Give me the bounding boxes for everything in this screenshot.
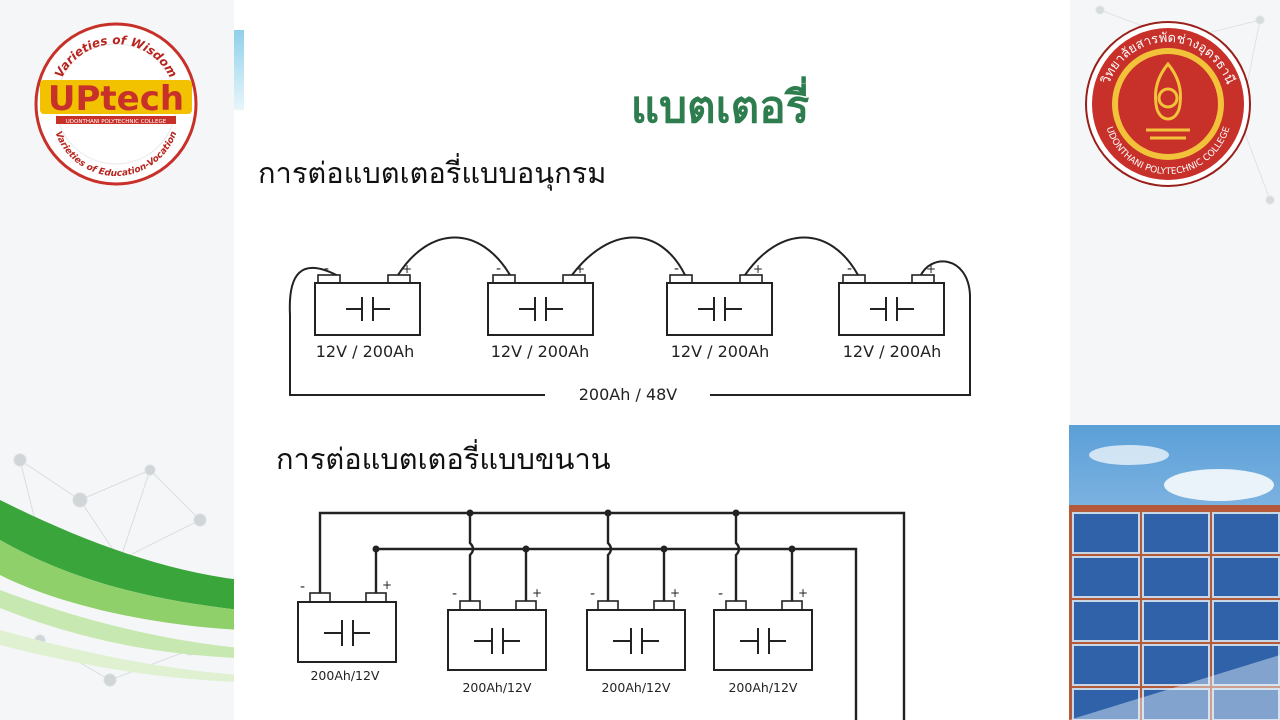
parallel-neg-3: -: [590, 586, 595, 602]
series-battery-label: 12V / 200Ah: [316, 342, 415, 361]
parallel-battery-label: 200Ah/12V: [728, 680, 797, 695]
series-battery-label: 12V / 200Ah: [843, 342, 942, 361]
uptech-logo: Varieties of Wisdom Varieties of Educati…: [34, 22, 198, 186]
series-link-3-4: [744, 236, 859, 276]
parallel-battery-4: - + 200Ah/12V: [713, 586, 813, 695]
solar-panel-photo: [1069, 425, 1280, 720]
parallel-neg-2: -: [452, 586, 457, 602]
green-ribbon-decor: [0, 500, 240, 682]
series-neg-3: -: [674, 261, 679, 277]
parallel-battery-2: - + 200Ah/12V: [447, 586, 547, 695]
series-battery-label: 12V / 200Ah: [671, 342, 770, 361]
seal-emblem-icon: [1146, 61, 1190, 140]
parallel-pos-1: +: [382, 578, 392, 592]
slide-title: แบตเตอรี่: [630, 82, 810, 133]
series-battery-label: 12V / 200Ah: [491, 342, 590, 361]
series-pos-3: +: [753, 262, 763, 276]
college-seal-logo: วิทยาลัยสารพัดช่างอุดรธานี UDONTHANI POL…: [1085, 21, 1251, 187]
series-heading: การต่อแบตเตอรี่แบบอนุกรม: [258, 156, 607, 190]
parallel-neg-4: -: [718, 586, 723, 602]
series-neg-2: -: [496, 261, 501, 277]
series-battery-3: - + 12V / 200Ah: [666, 261, 773, 361]
series-neg-4: -: [847, 261, 852, 277]
parallel-neg-1: -: [300, 579, 305, 595]
parallel-battery-label: 200Ah/12V: [462, 680, 531, 695]
parallel-battery-1: - + 200Ah/12V: [297, 578, 397, 683]
series-connection-diagram: - + 12V / 200Ah - + 12V / 200Ah - + 12V …: [288, 236, 971, 404]
uptech-college-band: UDONTHANI POLYTECHNIC COLLEGE: [66, 119, 167, 125]
series-link-1-2: [397, 236, 511, 276]
parallel-neg-drop-3: [606, 513, 613, 601]
parallel-negative-bus: [318, 511, 906, 720]
parallel-junction-dots: [372, 509, 796, 553]
parallel-pos-4: +: [798, 586, 808, 600]
solar-cell-grid: [1072, 512, 1280, 720]
series-battery-2: - + 12V / 200Ah: [487, 261, 594, 361]
series-battery-4: - + 12V / 200Ah: [838, 261, 945, 361]
series-link-2-3: [571, 236, 686, 276]
parallel-battery-label: 200Ah/12V: [601, 680, 670, 695]
parallel-battery-3: - + 200Ah/12V: [586, 586, 686, 695]
series-battery-1: - + 12V / 200Ah: [314, 261, 421, 361]
parallel-positive-bus: [374, 547, 858, 720]
parallel-neg-drop-2: [468, 513, 475, 601]
series-neg-1: -: [324, 261, 329, 277]
accent-bar: [234, 30, 244, 110]
parallel-battery-label: 200Ah/12V: [310, 668, 379, 683]
parallel-connection-diagram: - + 200Ah/12V - + 200Ah/12V - + 200Ah/12…: [297, 509, 906, 720]
series-pos-1: +: [402, 262, 412, 276]
series-pos-2: +: [575, 262, 585, 276]
parallel-heading: การต่อแบตเตอรี่แบบขนาน: [276, 442, 611, 476]
series-pos-4: +: [926, 262, 936, 276]
uptech-wordmark: UPtech: [48, 79, 184, 119]
series-outer-wire-right: [710, 260, 971, 396]
series-outer-wire-left: [288, 266, 545, 396]
parallel-pos-3: +: [670, 586, 680, 600]
parallel-pos-2: +: [532, 586, 542, 600]
parallel-neg-drop-4: [734, 513, 741, 601]
series-total-label: 200Ah / 48V: [579, 385, 678, 404]
